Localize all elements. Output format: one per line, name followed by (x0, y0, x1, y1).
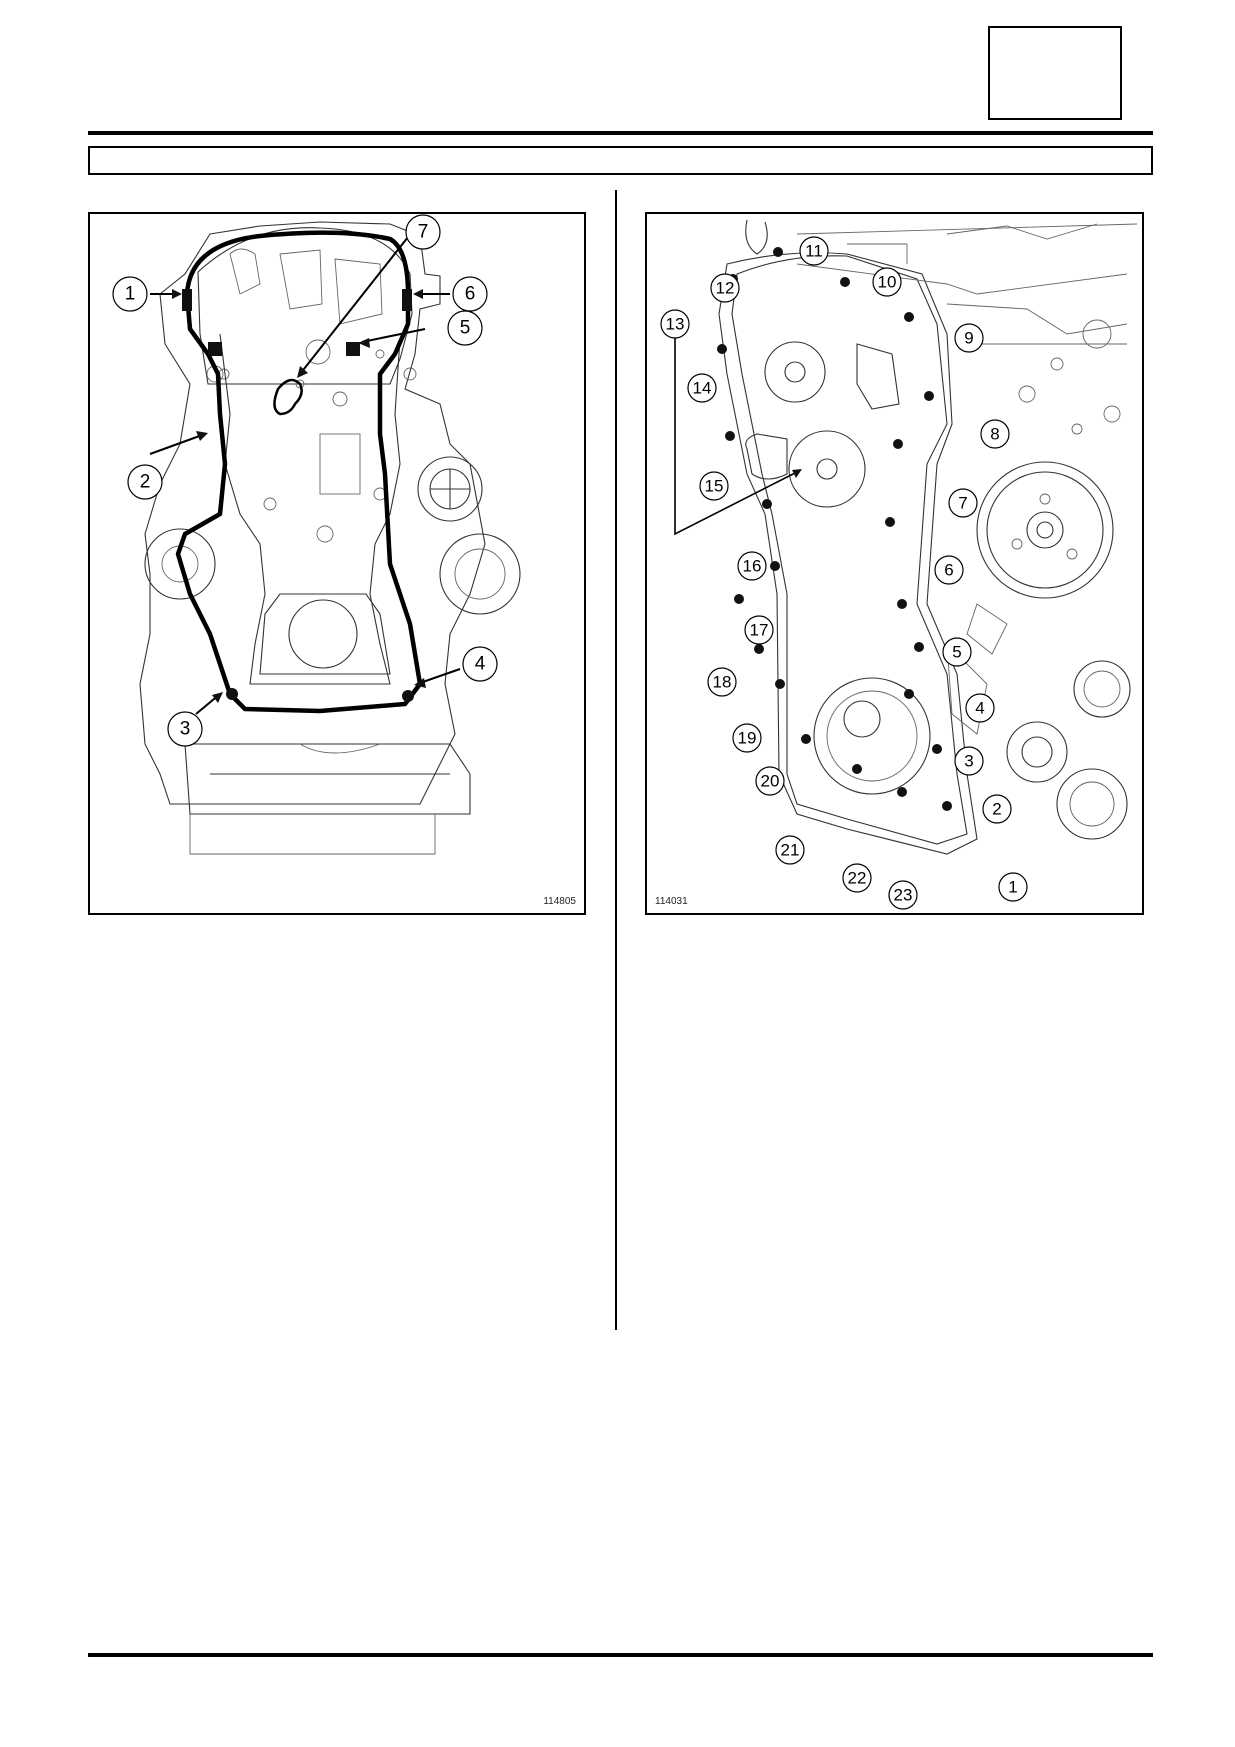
svg-text:17: 17 (750, 621, 769, 640)
svg-text:6: 6 (944, 561, 953, 580)
right-callout-23: 23 (888, 880, 918, 910)
svg-text:7: 7 (418, 222, 429, 243)
left-callout-7: 7 (405, 214, 441, 250)
svg-text:11: 11 (805, 242, 823, 261)
engine-block-drawing (139, 221, 521, 855)
svg-text:4: 4 (975, 699, 984, 718)
column-divider (615, 190, 617, 1330)
svg-text:13: 13 (666, 315, 685, 334)
left-callout-3: 3 (167, 711, 203, 747)
right-callout-21: 21 (775, 835, 805, 865)
svg-text:4: 4 (475, 654, 486, 675)
right-callout-16: 16 (737, 551, 767, 581)
figure-code: 114805 (543, 896, 576, 907)
svg-text:21: 21 (781, 841, 800, 860)
right-callout-4: 4 (965, 693, 995, 723)
svg-text:5: 5 (460, 318, 471, 339)
svg-text:6: 6 (465, 284, 476, 305)
right-callout-10: 10 (872, 267, 902, 297)
left-callouts: 1 2 3 4 5 6 7 (112, 214, 498, 747)
svg-text:22: 22 (848, 869, 867, 888)
svg-text:16: 16 (743, 557, 762, 576)
left-callout-1: 1 (112, 276, 148, 312)
svg-text:2: 2 (992, 800, 1001, 819)
svg-text:15: 15 (705, 477, 724, 496)
svg-text:2: 2 (140, 472, 151, 493)
left-callout-6: 6 (452, 276, 488, 312)
right-callout-22: 22 (842, 863, 872, 893)
right-callout-1: 1 (998, 872, 1028, 902)
svg-text:20: 20 (761, 772, 780, 791)
svg-text:19: 19 (738, 729, 757, 748)
left-callout-2: 2 (127, 464, 163, 500)
svg-text:18: 18 (713, 673, 732, 692)
svg-text:7: 7 (958, 494, 967, 513)
left-callout-4: 4 (462, 646, 498, 682)
figure-code: 114031 (655, 896, 688, 907)
right-callout-13: 13 (660, 309, 690, 339)
right-callout-8: 8 (980, 419, 1010, 449)
page-number-box (988, 26, 1122, 120)
figure-right-timing-cover-bolts: 1 2 3 4 5 6 7 8 9 10 11 12 13 14 15 16 1… (645, 212, 1144, 915)
right-callout-14: 14 (687, 373, 717, 403)
svg-text:10: 10 (878, 273, 897, 292)
right-callout-17: 17 (744, 615, 774, 645)
svg-text:23: 23 (894, 886, 913, 905)
header-rule (88, 131, 1153, 135)
right-callout-15: 15 (699, 471, 729, 501)
right-callout-2: 2 (982, 794, 1012, 824)
right-callout-6: 6 (934, 555, 964, 585)
svg-text:12: 12 (716, 279, 735, 298)
svg-text:5: 5 (952, 643, 961, 662)
right-callout-7: 7 (948, 488, 978, 518)
svg-text:8: 8 (990, 425, 999, 444)
left-callout-5: 5 (447, 310, 483, 346)
right-callout-12: 12 (710, 273, 740, 303)
right-callout-9: 9 (954, 323, 984, 353)
right-callout-18: 18 (707, 667, 737, 697)
figure-left-engine-gasket: 1 2 3 4 5 6 7 114805 (88, 212, 586, 915)
footer-rule (88, 1653, 1153, 1657)
right-callout-19: 19 (732, 723, 762, 753)
svg-text:3: 3 (964, 752, 973, 771)
timing-cover-drawing (674, 219, 1138, 855)
right-callout-3: 3 (954, 746, 984, 776)
svg-text:9: 9 (964, 329, 973, 348)
svg-text:1: 1 (125, 284, 136, 305)
right-callout-5: 5 (942, 637, 972, 667)
right-callout-20: 20 (755, 766, 785, 796)
section-title-bar (88, 146, 1153, 175)
right-callouts: 1 2 3 4 5 6 7 8 9 10 11 12 13 14 15 16 1… (660, 236, 1028, 910)
right-callout-11: 11 (799, 236, 829, 266)
svg-text:1: 1 (1008, 878, 1017, 897)
svg-text:14: 14 (693, 379, 712, 398)
svg-text:3: 3 (180, 719, 191, 740)
